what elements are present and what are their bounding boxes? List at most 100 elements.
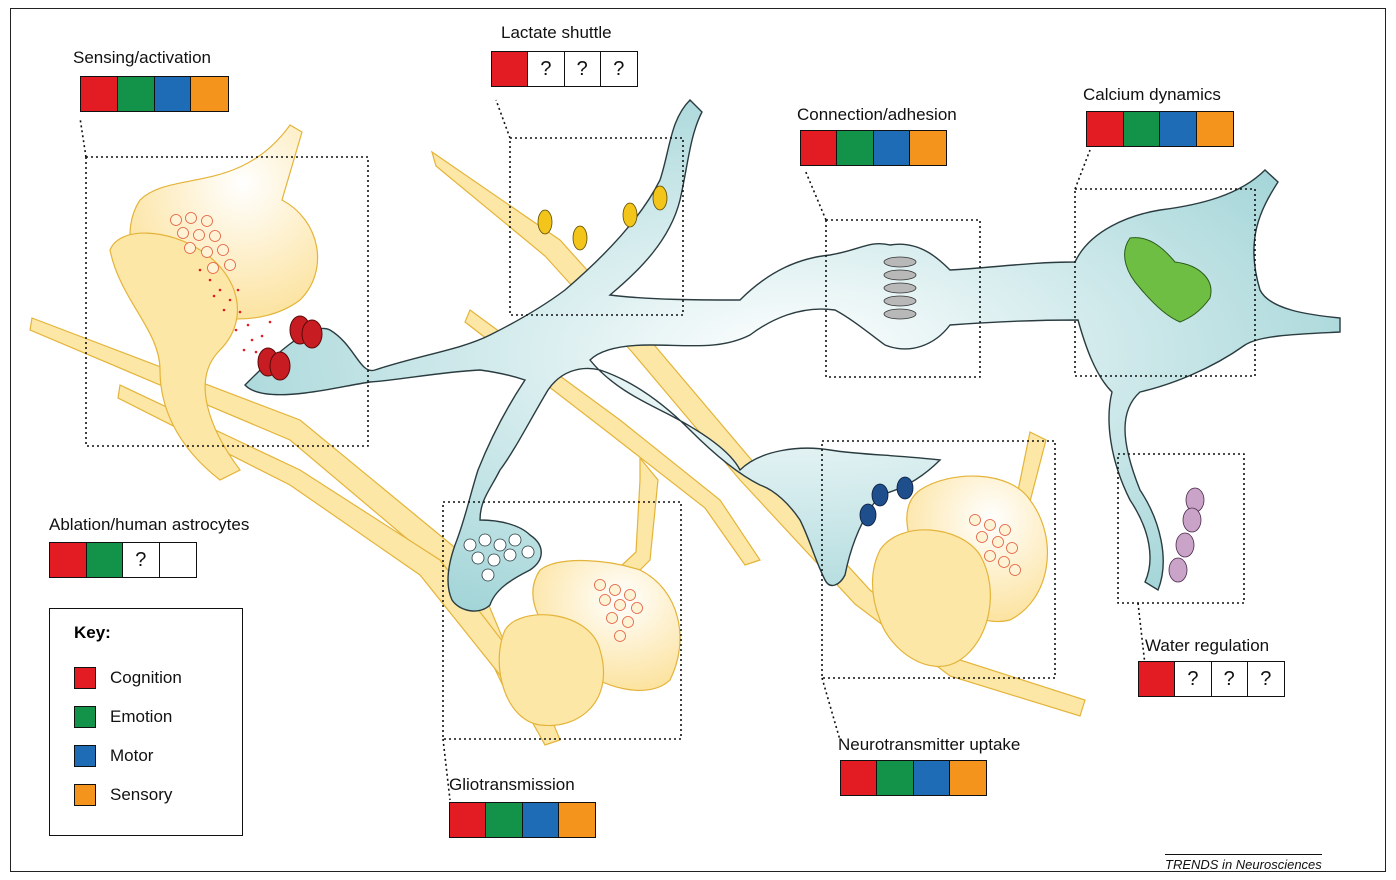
connector-glio	[442, 738, 451, 801]
bar-cell-empty	[160, 543, 196, 577]
uptake-postsynaptic	[871, 529, 991, 667]
bar-water: ???	[1138, 661, 1285, 697]
bar-cell-motor	[154, 77, 192, 111]
label-water: Water regulation	[1145, 636, 1270, 655]
figure-frame	[10, 8, 1386, 872]
bar-cell-sensory	[558, 803, 595, 837]
astrocyte	[244, 99, 1341, 612]
uptake-transporters	[859, 476, 914, 527]
label-neurotransmitter: Neurotransmitter uptake	[838, 735, 1021, 754]
bar-cell-motor	[522, 803, 559, 837]
bar-cell-unknown: ?	[1212, 662, 1248, 696]
water-channels	[1168, 487, 1205, 583]
axon-long-lower	[117, 384, 561, 746]
astro-vesicles	[463, 533, 535, 582]
bar-cell-cognition	[450, 803, 487, 837]
key-item-cognition: Cognition	[74, 667, 182, 689]
key-swatch-motor	[74, 745, 96, 767]
inset-glio	[442, 501, 682, 740]
key-swatch-cognition	[74, 667, 96, 689]
bar-cell-emotion	[86, 543, 123, 577]
uptake-vesicles	[969, 514, 1021, 576]
connector-lactate	[495, 99, 511, 139]
bar-cell-cognition	[1087, 112, 1124, 146]
inset-neurotransmitter	[821, 440, 1056, 679]
bar-cell-emotion	[1123, 112, 1160, 146]
bar-cell-cognition	[1139, 662, 1176, 696]
connector-calcium	[1074, 149, 1091, 190]
bar-cell-cognition	[841, 761, 878, 795]
bar-cell-cognition	[492, 52, 529, 86]
key-swatch-sensory	[74, 784, 96, 806]
bar-cell-emotion	[486, 803, 523, 837]
bar-cell-emotion	[837, 131, 874, 165]
synapse-uptake	[871, 475, 1049, 667]
label-lactate: Lactate shuttle	[501, 23, 612, 42]
bar-lactate: ???	[491, 51, 638, 87]
inset-connection	[825, 219, 981, 378]
bar-cell-unknown: ?	[528, 52, 565, 86]
key-label: Motor	[110, 746, 154, 765]
key-title: Key:	[74, 623, 111, 642]
synapse-sensing	[109, 124, 319, 481]
key-legend: Key: Cognition Emotion Motor Sensory	[49, 608, 243, 836]
key-item-emotion: Emotion	[74, 706, 172, 728]
bar-cell-sensory	[191, 77, 228, 111]
bar-cell-motor	[1160, 112, 1197, 146]
bar-cell-cognition	[50, 543, 87, 577]
bar-cell-sensory	[1196, 112, 1233, 146]
label-sensing: Sensing/activation	[73, 48, 211, 67]
connector-water	[1137, 602, 1146, 666]
bar-cell-cognition	[81, 77, 118, 111]
glio-vesicles	[594, 579, 643, 642]
bar-cell-cognition	[801, 131, 838, 165]
inset-water	[1117, 453, 1245, 604]
inset-boxes	[79, 99, 1256, 801]
connector-sensing	[79, 117, 87, 158]
label-calcium: Calcium dynamics	[1083, 85, 1221, 104]
adhesion-molecules	[883, 256, 917, 320]
bar-cell-unknown: ?	[565, 52, 601, 86]
inset-lactate	[509, 137, 684, 316]
bar-cell-unknown: ?	[613, 57, 625, 80]
astrocyte-body	[244, 99, 1341, 612]
vesicles	[170, 212, 236, 274]
bar-cell-emotion	[877, 761, 914, 795]
bar-cell-emotion	[117, 77, 155, 111]
key-item-sensory: Sensory	[74, 784, 172, 806]
bar-cell-unknown: ?	[1260, 667, 1272, 690]
key-swatch-emotion	[74, 706, 96, 728]
connector-neurotransmitter	[821, 677, 841, 741]
bar-cell-motor	[913, 761, 950, 795]
connector-connection	[804, 169, 827, 221]
label-glio: Gliotransmission	[449, 775, 575, 794]
bar-cell-unknown: ?	[1175, 662, 1212, 696]
bar-connection	[800, 130, 947, 166]
key-label: Cognition	[110, 668, 182, 687]
glio-postsynaptic	[498, 614, 605, 727]
receptor-sensing	[257, 315, 323, 381]
lactate-transporters	[537, 185, 668, 251]
bar-ablation: ?	[49, 542, 197, 578]
inset-sensing	[85, 156, 369, 447]
synapse-glio	[498, 559, 681, 727]
key-item-motor: Motor	[74, 745, 153, 767]
bar-glio	[449, 802, 596, 838]
neuron-terminal-lower	[109, 232, 241, 481]
key-label: Sensory	[110, 785, 173, 804]
transmitter-dots	[198, 268, 272, 354]
bar-cell-sensory	[949, 761, 986, 795]
bar-cell-sensory	[909, 131, 946, 165]
bar-calcium	[1086, 111, 1234, 147]
bar-neurotransmitter	[840, 760, 987, 796]
bar-cell-motor	[873, 131, 910, 165]
er-structure	[1124, 237, 1212, 323]
journal-credit: TRENDS in Neurosciences	[1165, 854, 1322, 872]
label-connection: Connection/adhesion	[797, 105, 957, 124]
label-ablation: Ablation/human astrocytes	[49, 515, 250, 534]
key-label: Emotion	[110, 707, 173, 726]
bar-cell-unknown: ?	[123, 543, 160, 577]
inset-calcium	[1074, 188, 1256, 377]
bar-sensing	[80, 76, 229, 112]
